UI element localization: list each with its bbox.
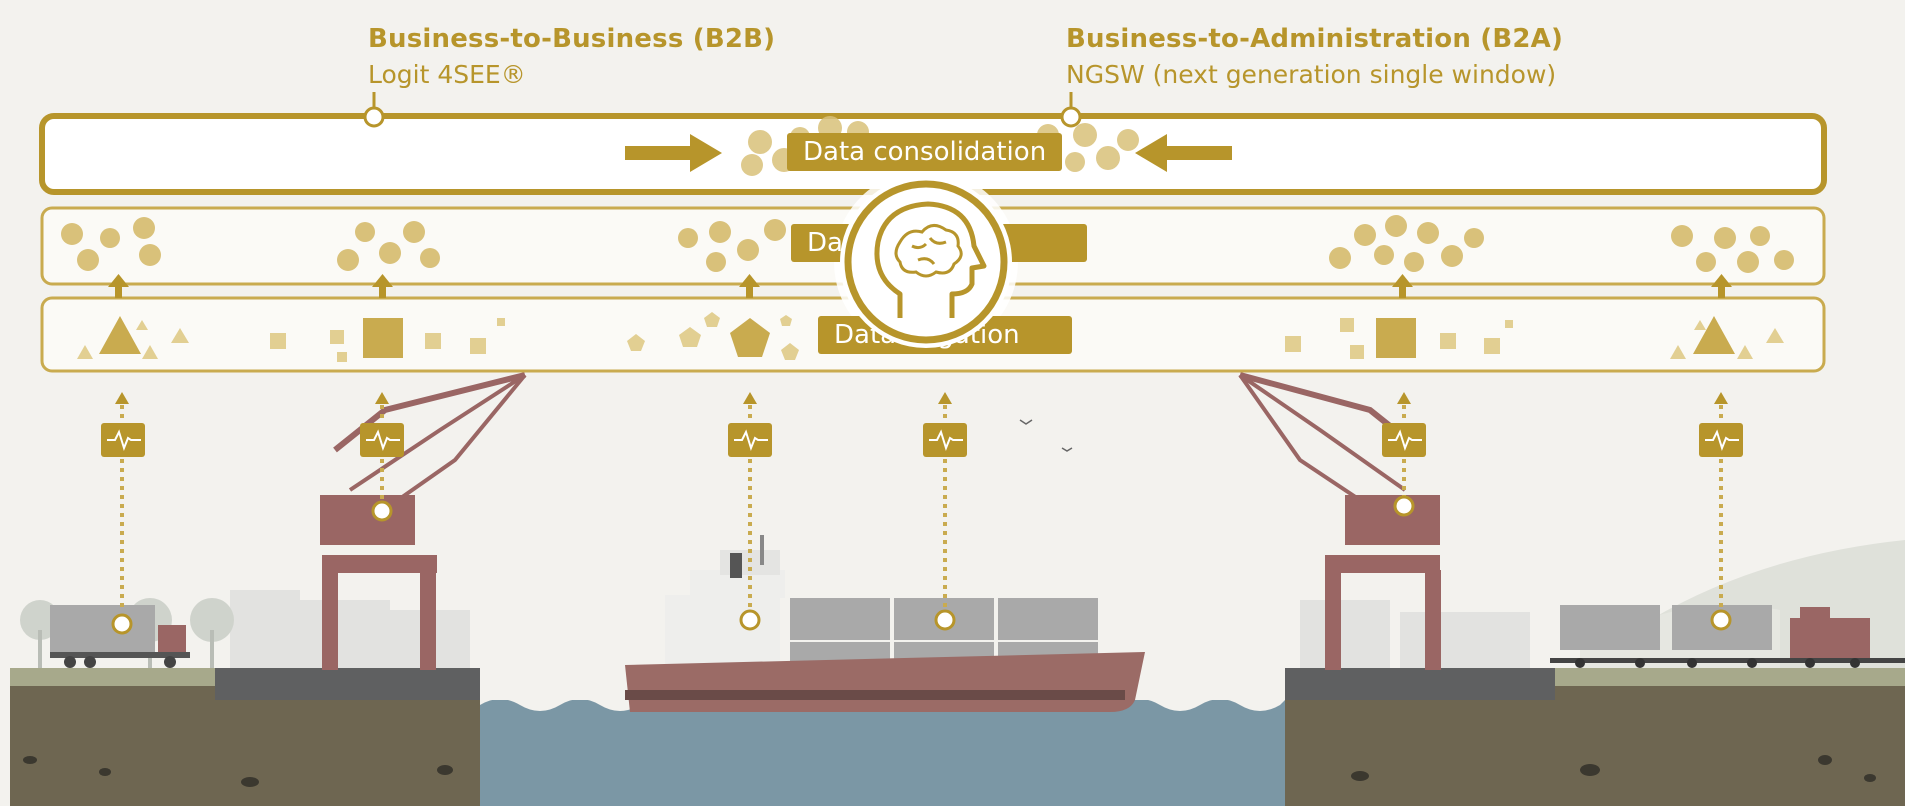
arrow-up-icon xyxy=(372,274,393,298)
consolidation-arrows xyxy=(625,134,1232,172)
birds xyxy=(1019,419,1073,452)
quay-left xyxy=(215,668,480,700)
crane-left xyxy=(320,372,527,670)
b2a-subtitle: NGSW (next generation single window) xyxy=(1066,60,1557,89)
pulse-signal-icon xyxy=(101,423,145,457)
sensor-pulse-boxes xyxy=(101,423,1743,457)
pulse-signal-icon xyxy=(728,423,772,457)
triangle-large xyxy=(99,316,141,354)
rocks xyxy=(23,755,1876,787)
arrow-up-icon xyxy=(1392,274,1413,298)
pulse-signal-icon xyxy=(1382,423,1426,457)
brain-head-overlay xyxy=(840,176,1012,348)
crane-right xyxy=(1238,372,1441,670)
pulse-signal-icon xyxy=(923,423,967,457)
data-consolidation-label: Data consolidation xyxy=(787,133,1063,171)
arrow-up-icon xyxy=(108,274,129,298)
b2a-title: Business-to-Administration (B2A) xyxy=(1066,24,1564,54)
quay-right xyxy=(1285,668,1555,700)
layer-up-arrows xyxy=(108,274,1732,298)
header-connectors xyxy=(363,92,1082,128)
aggregation-shapes xyxy=(77,312,1784,362)
arrow-up-icon xyxy=(1711,274,1732,298)
pulse-signal-icon xyxy=(1699,423,1743,457)
grass-right xyxy=(1555,668,1905,686)
buildings-right xyxy=(1300,600,1530,670)
arrow-left-icon xyxy=(1135,134,1232,172)
pulse-signal-icon xyxy=(360,423,404,457)
pentagon-large xyxy=(730,318,770,357)
container-ship xyxy=(625,535,1145,712)
b2b-subtitle: Logit 4SEE® xyxy=(368,60,526,89)
arrow-right-icon xyxy=(625,134,722,172)
interpretation-dot-clusters xyxy=(61,215,1794,273)
truck xyxy=(50,605,190,668)
square-large xyxy=(363,318,403,358)
water xyxy=(480,700,1285,806)
b2b-title: Business-to-Business (B2B) xyxy=(368,24,776,54)
arrow-up-icon xyxy=(739,274,760,298)
